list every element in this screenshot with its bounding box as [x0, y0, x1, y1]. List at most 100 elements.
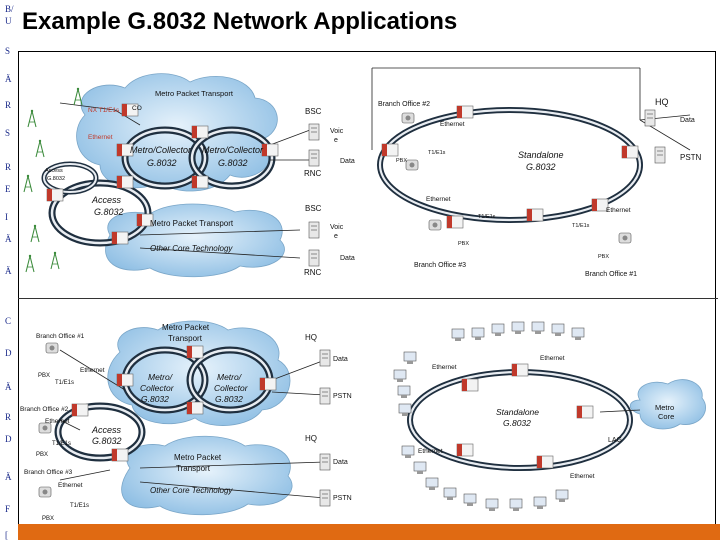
diagram-label: Ethernet — [540, 355, 565, 362]
diagram-link — [599, 409, 641, 413]
diagram-label: T1/E1s — [55, 380, 74, 386]
diagram-label: PBX — [36, 452, 48, 458]
computer-icon — [485, 498, 499, 512]
diagram-label: G.8032 — [215, 394, 243, 404]
server-icon — [308, 149, 320, 167]
switch-icon — [46, 188, 64, 202]
switch-icon — [186, 345, 204, 359]
computer-icon — [551, 323, 565, 337]
computer-icon — [393, 369, 407, 383]
diagram-label: Data — [333, 459, 348, 466]
computer-icon — [531, 321, 545, 335]
diagram-label: NX T1/E1s — [88, 107, 120, 114]
diagram-label: G.8032 — [147, 158, 177, 168]
diagram-label: HQ — [305, 333, 317, 342]
diagram-label: Access — [91, 425, 122, 435]
g8032-ring — [56, 404, 144, 460]
diagram-link — [59, 102, 116, 111]
diagram-label: Metro Packet — [162, 323, 210, 332]
diagram-label: Metro/Collector — [202, 145, 264, 155]
diagram-label: Ethernet — [88, 134, 113, 141]
diagram-label: PBX — [598, 254, 609, 260]
switch-icon — [71, 403, 89, 417]
switch-icon — [186, 401, 204, 415]
diagram-label: Ethernet — [570, 473, 595, 480]
diagram-label: Branch Office #1 — [585, 271, 637, 278]
diagram-label: PSTN — [333, 393, 352, 400]
diagram-label: Metro/Collector — [130, 145, 192, 155]
diagram-label: Metro/ — [148, 372, 174, 382]
diagram-link — [59, 469, 111, 481]
diagram-label: Ethernet — [606, 207, 631, 214]
accent-bar — [18, 524, 720, 540]
diagram-label: Transport — [168, 334, 203, 343]
computer-icon — [463, 493, 477, 507]
diagram-link — [271, 359, 326, 381]
switch-icon — [576, 405, 594, 419]
diagram-link — [271, 391, 326, 396]
g8032-ring — [43, 163, 97, 193]
switch-icon — [511, 363, 529, 377]
diagram-label: Metro Packet Transport — [150, 219, 234, 228]
cell-tower-icon — [25, 254, 35, 273]
diagram-label: Ethernet — [432, 364, 457, 371]
diagram-label: G.8032 — [94, 207, 124, 217]
diagram-label: Metro Packet Transport — [155, 89, 234, 98]
section-divider — [18, 298, 718, 299]
diagram-label: Standalone — [496, 407, 539, 417]
diagram-link — [114, 109, 141, 126]
diagram-label: Other Core Technology — [150, 244, 233, 253]
diagram-link — [139, 229, 301, 236]
switch-icon — [456, 105, 474, 119]
server-icon — [308, 249, 320, 267]
diagram-label: T1/E1s — [428, 150, 446, 156]
phone-icon — [38, 486, 52, 498]
switch-icon — [526, 208, 544, 222]
phone-icon — [618, 232, 632, 244]
cell-tower-icon — [30, 224, 40, 243]
diagram-label: PSTN — [680, 153, 702, 162]
diagram-label: Metro/ — [217, 372, 243, 382]
diagram-link — [139, 247, 301, 259]
diagram-label: Transport — [176, 464, 211, 473]
server-icon — [319, 387, 331, 405]
switch-icon — [536, 455, 554, 469]
cell-tower-icon — [35, 139, 45, 158]
g8032-ring — [50, 181, 150, 245]
diagram-label: PBX — [396, 158, 407, 164]
computer-icon — [533, 496, 547, 510]
page-title: Example G.8032 Network Applications — [22, 8, 458, 35]
server-icon — [654, 146, 666, 164]
switch-icon — [116, 175, 134, 189]
diagram-label: Ethernet — [426, 196, 451, 203]
diagram-label: PBX — [458, 241, 469, 247]
switch-icon — [259, 377, 277, 391]
switch-icon — [116, 373, 134, 387]
diagram-label: Collector — [214, 383, 249, 393]
diagram-link — [269, 129, 311, 146]
diagram-label: T1/E1s — [70, 503, 89, 509]
switch-icon — [111, 448, 129, 462]
diagram-label: HQ — [655, 97, 669, 107]
switch-icon — [111, 231, 129, 245]
cloud-core-top — [105, 203, 285, 278]
phone-icon — [45, 342, 59, 354]
server-icon — [308, 123, 320, 141]
diagram-label: T1/E1s — [52, 441, 71, 447]
diagram-label: G.8032 — [141, 394, 169, 404]
diagram-label: PSTN — [333, 495, 352, 502]
diagram-label: Metro Packet — [174, 453, 222, 462]
switch-icon — [446, 215, 464, 229]
switch-icon — [261, 143, 279, 157]
diagram-link — [59, 349, 126, 391]
diagram-label: Standalone — [518, 150, 564, 160]
cloud-metro-bottom — [107, 320, 291, 426]
phone-icon — [428, 219, 442, 231]
diagram-label: G.8032 — [47, 176, 65, 182]
computer-icon — [413, 461, 427, 475]
diagram-label: G.8032 — [92, 436, 122, 446]
computer-icon — [443, 487, 457, 501]
diagram-label: PBX — [42, 516, 54, 522]
switch-icon — [461, 378, 479, 392]
